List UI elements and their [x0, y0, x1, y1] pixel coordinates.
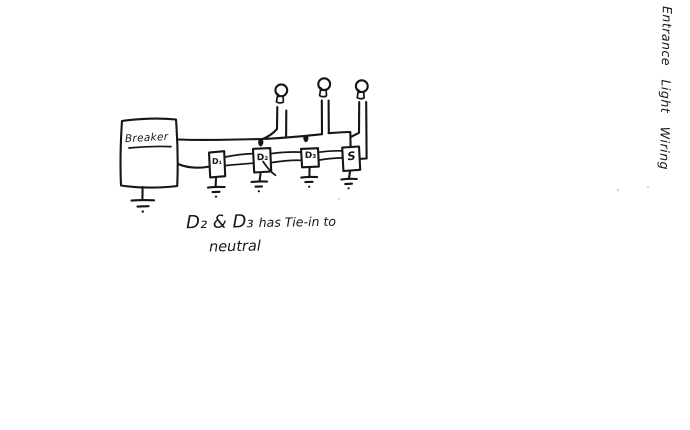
- switch-label-d3: D₃: [304, 151, 317, 161]
- switch-line-wire: [176, 162, 211, 169]
- note-line-2: neutral: [208, 238, 262, 256]
- bulb2-drop-wires: [320, 99, 330, 135]
- earth-ground-icon: [130, 185, 156, 213]
- tie-in-wires-d2-d3: [270, 151, 302, 164]
- bulb3-drop-wires: [350, 100, 368, 160]
- switch-box-d3: [299, 147, 320, 169]
- earth-ground-icon: [340, 170, 358, 190]
- earth-ground-icon: [206, 176, 226, 198]
- light-bulb-icon: [354, 79, 369, 100]
- switch-label-d1: D₁: [211, 156, 223, 167]
- page-title-vertical: Entrance Light Wiring: [657, 5, 675, 171]
- breaker-label: Breaker: [124, 130, 169, 146]
- switch-box-d2: [251, 147, 277, 177]
- paper-speck: [646, 185, 650, 189]
- earth-ground-icon: [250, 171, 269, 193]
- bulb1-drop-wires: [262, 105, 288, 140]
- light-bulb-icon: [317, 77, 332, 98]
- switch-box-d1: [207, 150, 227, 179]
- switch-label-d2: D₂: [256, 152, 269, 164]
- breaker-box: [119, 117, 179, 189]
- junction-dot-icon: [258, 139, 264, 147]
- note-line1-rest: has Tie-in to: [258, 213, 337, 231]
- junction-dot-icon: [303, 135, 309, 143]
- switch-label-s: S: [346, 148, 357, 164]
- tie-in-wires-d1-d2: [224, 152, 254, 167]
- paper-speck: [337, 197, 341, 201]
- switch-box-s: [341, 145, 362, 173]
- note-line1-emphasis: D₂ & D₃: [185, 211, 254, 234]
- hot-wire: [176, 130, 352, 149]
- paper-speck: [616, 188, 620, 192]
- earth-ground-icon: [300, 166, 319, 188]
- light-bulb-icon: [274, 83, 289, 104]
- tie-in-wires-d3-s: [318, 149, 343, 161]
